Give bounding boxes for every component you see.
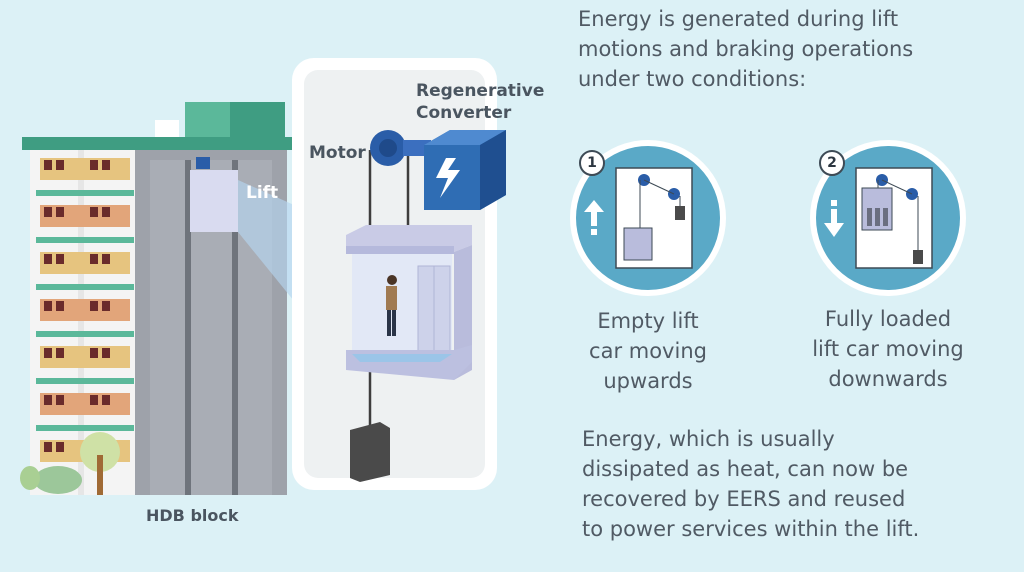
condition-1-caption: Empty lift car moving upwards xyxy=(568,306,728,396)
condition-1-line-2: car moving xyxy=(589,339,707,363)
regenerative-converter-icon xyxy=(424,130,506,210)
hdb-block-label: HDB block xyxy=(146,506,239,525)
lift-car-small xyxy=(190,170,238,232)
outro-line-3: recovered by EERS and reused xyxy=(582,487,906,511)
lightning-icon xyxy=(436,158,460,198)
condition-1-number: 1 xyxy=(579,150,605,176)
intro-line-1: Energy is generated during lift xyxy=(578,7,899,31)
intro-line-2: motions and braking operations xyxy=(578,37,914,61)
condition-2-line-2: lift car moving xyxy=(812,337,964,361)
condition-1-graphic xyxy=(570,140,726,296)
regenerative-label-line2: Converter xyxy=(416,103,512,123)
outro-line-1: Energy, which is usually xyxy=(582,427,835,451)
outro-line-4: to power services within the lift. xyxy=(582,517,920,541)
lift-label: Lift xyxy=(246,183,279,203)
condition-1-line-3: upwards xyxy=(603,369,693,393)
condition-2-line-3: downwards xyxy=(828,367,948,391)
regenerative-label-line1: Regenerative xyxy=(416,81,545,101)
condition-2-number: 2 xyxy=(819,150,845,176)
motor-label: Motor xyxy=(309,143,366,163)
hdb-building xyxy=(20,102,292,495)
up-arrow-icon xyxy=(584,200,604,235)
regenerative-converter-label: Regenerative Converter xyxy=(416,80,544,124)
lift-car xyxy=(346,225,472,380)
condition-2-caption: Fully loaded lift car moving downwards xyxy=(788,304,988,394)
condition-2-line-1: Fully loaded xyxy=(824,307,952,331)
person-figure xyxy=(386,275,397,336)
intro-text: Energy is generated during lift motions … xyxy=(578,4,913,94)
intro-line-3: under two conditions: xyxy=(578,67,807,91)
condition-1-line-1: Empty lift xyxy=(597,309,699,333)
outro-text: Energy, which is usually dissipated as h… xyxy=(582,424,919,544)
condition-2-graphic xyxy=(810,140,966,296)
down-arrow-icon xyxy=(824,200,844,237)
counterweight xyxy=(350,422,390,482)
outro-line-2: dissipated as heat, can now be xyxy=(582,457,909,481)
